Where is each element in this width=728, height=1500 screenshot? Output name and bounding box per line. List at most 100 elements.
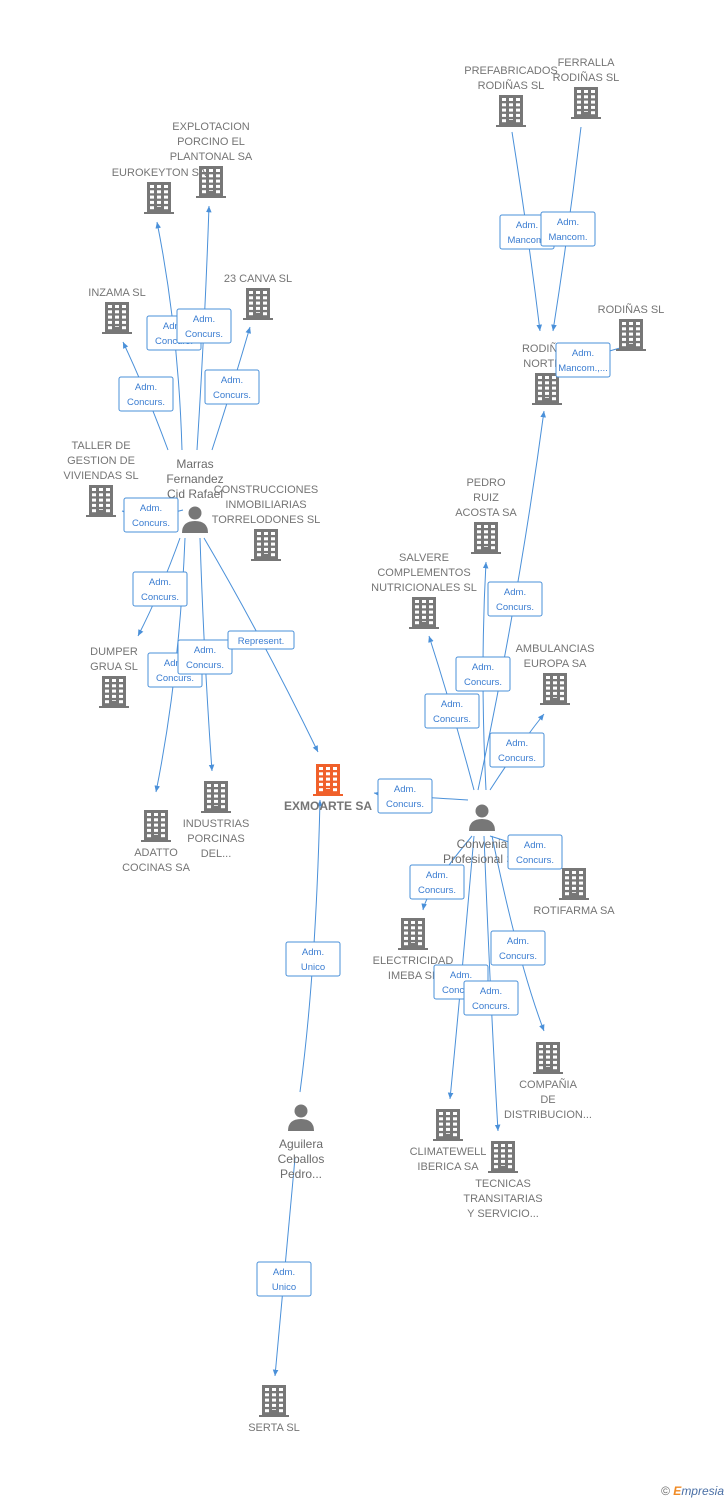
company-name: TRANSITARIAS (463, 1193, 542, 1205)
person-name: Pedro... (280, 1167, 322, 1181)
company-node-pedro-ruiz[interactable]: PEDRO RUIZ ACOSTA SA (455, 477, 517, 554)
company-node-inzama[interactable]: INZAMA SL (88, 287, 146, 334)
company-name: EUROKEYTON SA (112, 167, 207, 179)
edge-label[interactable]: Adm.Concurs. (489, 732, 545, 768)
edge-label[interactable]: Adm.Concurs. (455, 656, 511, 692)
building-icon (532, 373, 562, 405)
company-node-canva[interactable]: 23 CANVA SL (224, 273, 292, 320)
edge-label[interactable]: Adm.Concurs. (132, 571, 188, 607)
edge-label[interactable]: Adm. Concurs. (204, 369, 260, 405)
edge-label[interactable]: Adm.Concurs. (377, 778, 433, 814)
company-name: DISTRIBUCION... (504, 1109, 592, 1121)
edge-label[interactable]: Adm.Concurs. (176, 308, 232, 344)
edge-label-text: Adm. (572, 348, 594, 359)
company-name: PEDRO (466, 477, 506, 489)
company-name: RODIÑAS SL (598, 303, 665, 316)
edge-label-text: Adm. (516, 220, 538, 231)
person-name: Cid Rafael (167, 487, 223, 501)
company-node-industrias[interactable]: INDUSTRIASPORCINASDEL... (183, 781, 250, 860)
company-name: PORCINAS (187, 833, 244, 845)
company-node-exmoarte[interactable]: EXMOARTE SA (284, 764, 372, 813)
edge-label-text: Concurs. (418, 885, 456, 896)
edge-label-text: Adm. (507, 936, 529, 947)
company-node-eurokeyton[interactable]: EUROKEYTON SA (112, 167, 207, 214)
company-node-rotifarma[interactable]: ROTIFARMA SA (533, 868, 615, 917)
footer-brand[interactable]: © Empresia (661, 1484, 724, 1498)
company-node-rodinas[interactable]: RODIÑAS SL (598, 303, 665, 351)
edge-label-text: Adm. (480, 986, 502, 997)
edge-label-text: Concurs. (498, 753, 536, 764)
brand-logo-letter: E (673, 1484, 682, 1498)
building-icon (540, 673, 570, 705)
company-name: GRUA SL (90, 661, 138, 673)
edge-label-text: Adm. (302, 947, 324, 958)
company-name: EXMOARTE SA (284, 799, 372, 813)
building-icon (616, 319, 646, 351)
company-name: DEL... (201, 848, 232, 860)
company-node-tecnicas[interactable]: TECNICAS TRANSITARIAS Y SERVICIO... (463, 1141, 543, 1220)
company-name: RODIÑAS SL (478, 79, 545, 92)
edge-label[interactable]: Adm.Concurs. (409, 864, 465, 900)
edge-label-text: Adm. (135, 382, 157, 393)
edge-label-text: Adm. (221, 375, 243, 386)
edge-label-text: Concurs. (433, 714, 471, 725)
person-name: Ceballos (278, 1152, 325, 1166)
company-name: PREFABRICADOS (464, 65, 558, 77)
company-name: PLANTONAL SA (170, 151, 253, 163)
edge-label[interactable]: Adm.Mancom.,... (555, 342, 611, 378)
building-icon (99, 676, 129, 708)
building-icon (433, 1109, 463, 1141)
edge-label[interactable]: Adm.Unico (285, 941, 341, 977)
edge-label-text: Concurs. (472, 1001, 510, 1012)
edge-label[interactable]: Adm.Concurs. (424, 693, 480, 729)
company-name: TORRELODONES SL (212, 514, 321, 526)
company-name: TECNICAS (475, 1178, 531, 1190)
edge-label-text: Mancom. (507, 235, 546, 246)
edge-label[interactable]: Adm.Concurs. (123, 497, 179, 533)
edge-label[interactable]: Adm.Concurs. (177, 639, 233, 675)
brand-name: mpresia (681, 1484, 724, 1498)
edge-label[interactable]: Adm.Concurs. (118, 376, 174, 412)
edge-label-text: Adm. (504, 587, 526, 598)
edge-label[interactable]: Represent. (227, 630, 295, 650)
edge-label-text: Adm. (472, 662, 494, 673)
edge-labels-layer: Adm.Mancom.Adm.Mancom.Adm.Mancom.,...Adm… (118, 211, 611, 1297)
company-name: CONSTRUCCIONES (214, 484, 319, 496)
company-node-construcciones[interactable]: CONSTRUCCIONESINMOBILIARIASTORRELODONES … (212, 484, 321, 561)
person-node-aguilera[interactable]: AguileraCeballosPedro... (278, 1104, 325, 1182)
company-node-serta[interactable]: SERTA SL (248, 1385, 300, 1434)
edge-label[interactable]: Adm.Unico (256, 1261, 312, 1297)
company-name: ELECTRICIDAD (373, 955, 454, 967)
edge-label-text: Unico (272, 1282, 296, 1293)
edge-label[interactable]: Adm.Concurs. (490, 930, 546, 966)
company-name: ACOSTA SA (455, 507, 517, 519)
edge-label[interactable]: Adm.Mancom. (540, 211, 596, 247)
company-node-prefabricados[interactable]: PREFABRICADOS RODIÑAS SL (464, 65, 558, 127)
company-node-compania[interactable]: COMPAÑIADEDISTRIBUCION... (504, 1042, 592, 1121)
edge-label-text: Concurs. (155, 336, 193, 347)
company-name: RUIZ (473, 492, 499, 504)
company-name: Y SERVICIO... (467, 1208, 539, 1220)
person-icon (288, 1104, 314, 1131)
building-icon (488, 1141, 518, 1173)
edge-label-text: Concurs. (516, 855, 554, 866)
edge-label[interactable]: Adm.Concurs. (507, 834, 563, 870)
edge-label[interactable]: Adm.Concurs. (487, 581, 543, 617)
person-icon (469, 804, 495, 831)
building-icon (571, 87, 601, 119)
edge-label[interactable]: Adm. Concurs. (463, 980, 519, 1016)
nodes-layer: EXMOARTE SA PREFABRICADOS RODIÑAS SL FERRAL… (63, 57, 664, 1434)
building-icon (251, 529, 281, 561)
edge-label-text: Concurs. (213, 390, 251, 401)
